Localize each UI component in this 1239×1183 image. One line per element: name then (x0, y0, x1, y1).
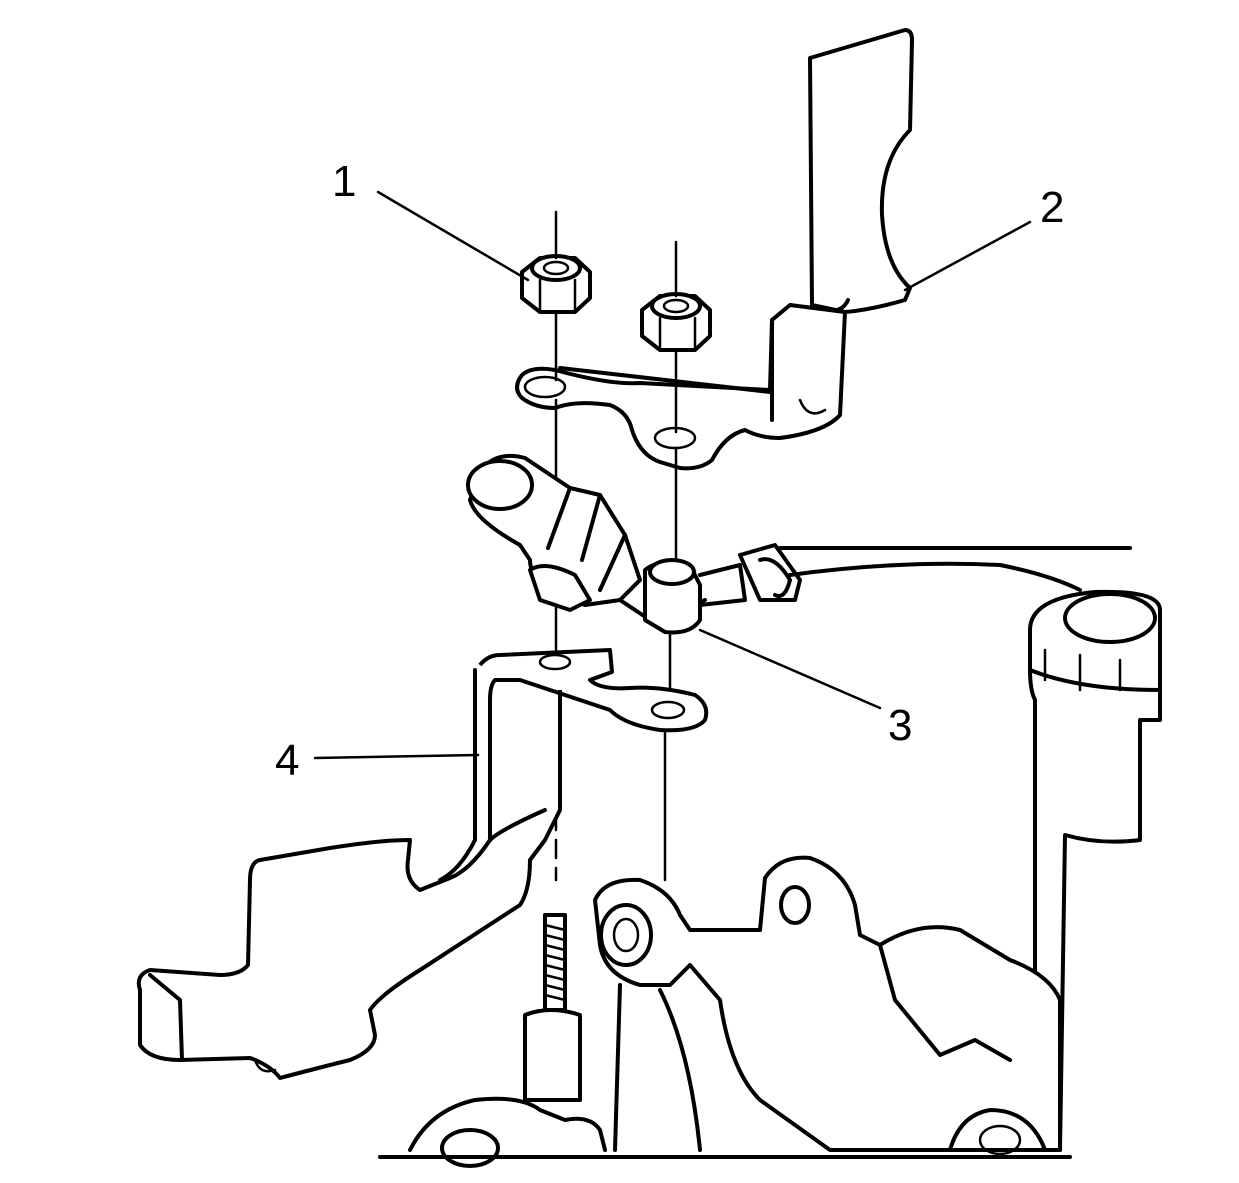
sensor-body (466, 453, 707, 622)
nut-right (640, 292, 712, 352)
harness-connector-part-3 (643, 543, 1132, 635)
callout-leaders (313, 190, 1032, 760)
threaded-stud (523, 913, 582, 1102)
cylinder-housing (1028, 589, 1162, 1152)
nut-left-part-1 (520, 254, 592, 314)
callout-2: 2 (1040, 183, 1064, 232)
callout-3: 3 (888, 701, 912, 750)
lower-bracket-part-4 (136, 648, 709, 1080)
callout-4: 4 (275, 736, 299, 785)
upper-bracket-part-2 (515, 28, 914, 471)
lower-assembly (378, 855, 1072, 1168)
callout-1: 1 (332, 157, 356, 206)
